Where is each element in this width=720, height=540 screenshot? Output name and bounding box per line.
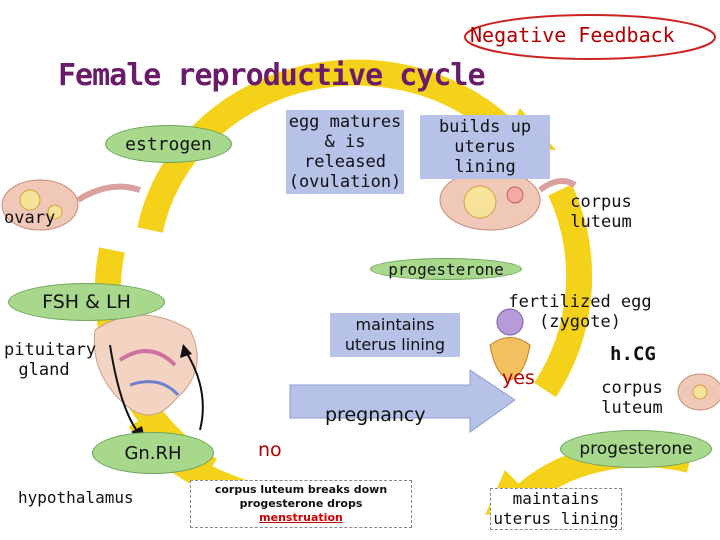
corpus-luteum-illustration [439,169,577,231]
gnrh-oval: Gn.RH [92,432,214,474]
maintains-center-box: maintains uterus lining [330,313,460,357]
cycle-arrow-right [534,184,593,398]
pituitary-illustration [93,314,198,416]
pregnancy-label: pregnancy [325,404,426,426]
corpus-luteum-right-label: corpus luteum [601,378,663,418]
estrogen-oval: estrogen [105,125,232,163]
pregnancy-arrow [289,369,516,433]
builds-up-box: builds up uterus lining [420,115,550,179]
corpus-luteum-top-label: corpus luteum [570,192,632,232]
progesterone-bottom-oval: progesterone [560,430,712,468]
egg-matures-box: egg matures & is released (ovulation) [286,110,404,194]
negative-feedback-ring [464,14,716,60]
ovary-label: ovary [4,208,56,228]
estrogen-label: estrogen [125,133,212,155]
corpus-luteum-right-illustration [677,373,720,411]
cycle-arrow-main [137,59,514,233]
menstruation-box: corpus luteum breaks down progesterone d… [190,480,412,528]
page-title: Female reproductive cycle [58,58,486,93]
fertilized-egg-label: fertilized egg (zygote) [508,292,652,332]
negative-feedback-label: Negative Feedback [470,23,675,47]
pituitary-label: pituitary gland [4,340,97,380]
progesterone-bottom-label: progesterone [579,439,693,459]
hcg-label: h.CG [610,343,656,365]
ovary-illustration [1,179,141,231]
progesterone-top-oval: progesterone [370,258,522,280]
breaks-down-line-1: corpus luteum breaks down [214,483,388,496]
gnrh-label: Gn.RH [124,442,182,464]
fsh-lh-label: FSH & LH [42,291,131,313]
zygote-illustration [489,308,531,381]
breaks-down-line-2: progesterone drops [239,497,363,510]
hypothalamus-label: hypothalamus [18,488,134,507]
fsh-lh-oval: FSH & LH [8,283,165,321]
progesterone-top-label: progesterone [388,259,504,279]
no-label: no [258,439,282,461]
maintains-bottom-label: maintains uterus lining [490,488,622,530]
feedback-arrow-up [184,349,204,431]
menstruation-label: menstruation [259,511,343,524]
yes-label: yes [502,367,535,389]
